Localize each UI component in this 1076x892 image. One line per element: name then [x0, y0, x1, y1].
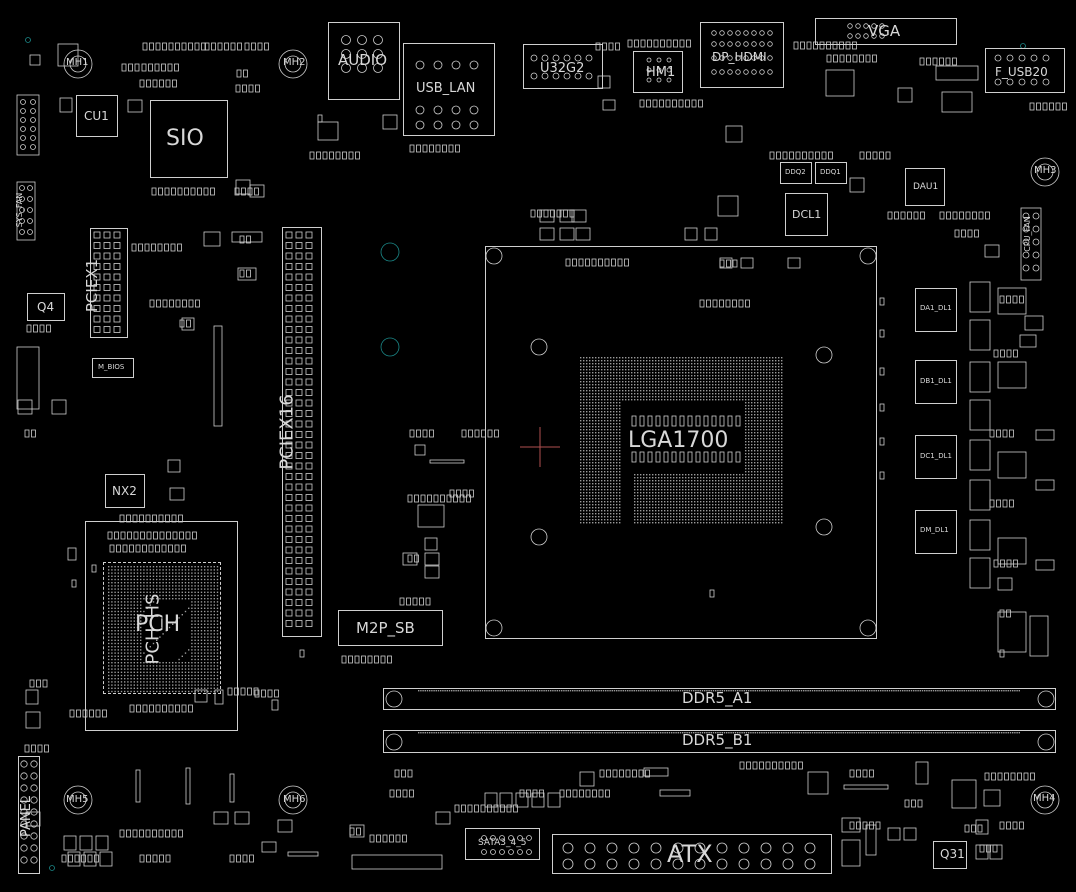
usb-lan-connector [403, 43, 495, 136]
label-mh4: MH4 [1033, 793, 1056, 804]
ddq2-mosfet [780, 162, 812, 184]
nx2-crystal [105, 474, 145, 508]
label-lga1700: LGA1700 [628, 428, 729, 453]
q31-transistor [933, 841, 967, 869]
pciex1-slot [90, 228, 128, 338]
dm-dl1-inductor [915, 510, 957, 554]
q4-transistor [27, 293, 65, 321]
label-audio: AUDIO [338, 51, 388, 69]
pch-chip [103, 562, 221, 694]
label-dm-dl1: DM_DL1 [920, 526, 949, 534]
ddr5-a1-slot [383, 688, 1056, 710]
ddr5-b1-slot [383, 730, 1056, 753]
da1-dl1-inductor [915, 288, 957, 332]
lga1700-socket [485, 246, 877, 639]
label-dp-hdmi: DP_HDMI [712, 50, 767, 64]
sio-chip [150, 100, 228, 178]
m-bios-chip [92, 358, 134, 378]
dcl1-inductor [785, 193, 828, 236]
audio-connector [328, 22, 400, 100]
cu1-chip [76, 95, 118, 137]
label-panel: PANEL [19, 795, 35, 838]
label-m2p-sb: M2P_SB [356, 619, 415, 637]
dau1-chip [905, 168, 945, 206]
m2p-sb-slot [338, 610, 443, 646]
vga-connector [815, 18, 957, 45]
label-q31: Q31 [940, 847, 965, 861]
label-pciex1: PCIEX1 [83, 258, 102, 313]
label-dcl1: DCL1 [792, 208, 822, 221]
label-mh5: MH5 [66, 794, 89, 805]
label-ddq2: DDQ2 [785, 168, 806, 176]
atx-power-connector [552, 834, 832, 874]
dc1-dl1-inductor [915, 435, 957, 479]
db1-dl1-inductor [915, 360, 957, 404]
panel-header [18, 756, 40, 874]
label-atx: ATX [667, 840, 713, 868]
label-cu1: CU1 [84, 109, 109, 123]
label-sio: SIO [166, 126, 204, 151]
label-q4: Q4 [37, 300, 55, 314]
label-mh3: MH3 [1034, 165, 1057, 176]
dp-hdmi-connector [700, 22, 784, 88]
sata-connector [465, 828, 540, 860]
label-mh2: MH2 [283, 57, 306, 68]
ddq1-mosfet [815, 162, 847, 184]
label-sys-fan: SYS_FAN [15, 192, 25, 228]
label-db1-dl1: DB1_DL1 [920, 377, 952, 385]
label-dc1-dl1: DC1_DL1 [920, 452, 952, 460]
u32g2-connector [523, 44, 603, 89]
label-sata: SATA3_4_5 [478, 838, 527, 848]
f-usb20-header [985, 48, 1065, 93]
label-nx2: NX2 [112, 484, 137, 498]
hm1-connector [633, 51, 683, 93]
label-pch: PCH [135, 612, 181, 637]
label-da1-dl1: DA1_DL1 [920, 304, 952, 312]
label-vga: VGA [868, 22, 901, 40]
label-u32g2: U32G2 [540, 61, 585, 76]
label-dau1: DAU1 [913, 182, 939, 192]
label-cpu-fan: CPU_FAN [1022, 216, 1032, 252]
label-pciex16: PCIEX16 [276, 394, 298, 470]
label-m-bios: M_BIOS [98, 363, 125, 371]
label-mh6: MH6 [283, 794, 306, 805]
label-ddq1: DDQ1 [820, 168, 841, 176]
label-pch-hs: PCH_HS [142, 593, 164, 665]
pciex16-slot [282, 227, 322, 637]
label-usb-lan: USB_LAN [416, 81, 476, 96]
label-ddr5-b1: DDR5_B1 [682, 731, 753, 749]
label-ddr5-a1: DDR5_A1 [682, 689, 753, 707]
label-f-usb20: F_USB20 [995, 65, 1048, 79]
label-mh1: MH1 [66, 57, 89, 68]
label-hm1: HM1 [646, 65, 676, 80]
pch-heatsink-outline [85, 521, 238, 731]
